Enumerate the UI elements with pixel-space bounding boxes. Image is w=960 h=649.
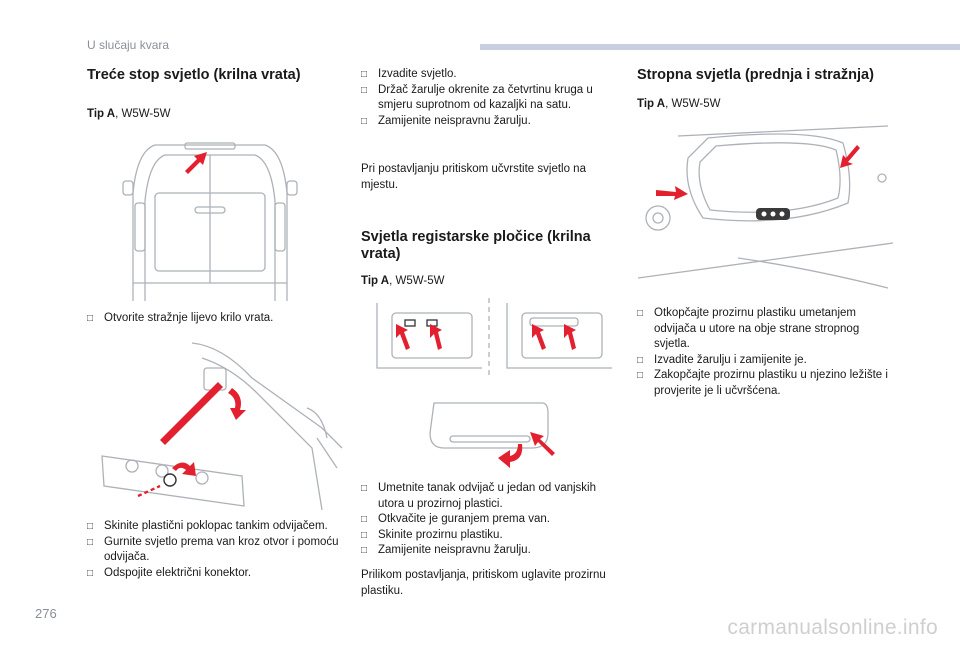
bulb-type-value: , W5W-5W — [115, 108, 171, 120]
list-item: Izvadite svjetlo. — [361, 67, 611, 83]
section-title-third-brake-light: Treće stop svjetlo (krilna vrata) — [87, 67, 301, 83]
step-list-open-door: Otvorite stražnje lijevo krilo vrata. — [87, 311, 355, 327]
list-item: Zamijenite neispravnu žarulju. — [361, 114, 611, 130]
arrow-icon — [160, 382, 223, 445]
bulb-type: Tip A, W5W-5W — [361, 275, 621, 287]
list-item: Otkvačite je guranjem prema van. — [361, 512, 611, 528]
rotate-arrow-icon — [172, 462, 196, 476]
section-title-plate-lights: Svjetla registarske pločice (krilna vrat… — [361, 229, 591, 262]
list-item: Skinite prozirnu plastiku. — [361, 528, 611, 544]
list-item: Zamijenite neispravnu žarulju. — [361, 543, 611, 559]
step-list-remove-light: Skinite plastični poklopac tankim odvija… — [87, 519, 355, 581]
refit-note-plate: Prilikom postavljanja, pritiskom uglavit… — [361, 569, 606, 597]
ceiling-light-illustration — [638, 125, 893, 289]
list-item: Otvorite stražnje lijevo krilo vrata. — [87, 311, 355, 327]
bulb-type-value: , W5W-5W — [389, 275, 445, 287]
bulb-type-label: Tip A — [361, 275, 390, 287]
arrow-icon — [530, 432, 555, 456]
bulb-type-label: Tip A — [637, 98, 666, 110]
arrow-icon — [185, 152, 207, 174]
section-label: U slučaju kvara — [87, 38, 170, 52]
section-title-ceiling-lights: Stropna svjetla (prednja i stražnja) — [637, 67, 874, 83]
page-number: 276 — [35, 606, 57, 621]
column-plate-lights: Svjetla registarske pločice (krilna vrat… — [361, 229, 621, 287]
column-third-brake-light: Treće stop svjetlo (krilna vrata) Tip A,… — [87, 67, 355, 120]
bulb-type: Tip A, W5W-5W — [87, 108, 355, 120]
list-item: Umetnite tanak odvijač u jedan od vanjsk… — [361, 481, 611, 512]
arrow-icon — [564, 324, 576, 350]
list-item: Izvadite žarulju i zamijenite je. — [637, 353, 897, 369]
list-item: Skinite plastični poklopac tankim odvija… — [87, 519, 355, 535]
plate-light-illustration — [376, 298, 612, 468]
bulb-type-label: Tip A — [87, 108, 116, 120]
step-list-ceiling-light: Otkopčajte prozirnu plastiku umetanjem o… — [637, 306, 897, 399]
arrow-icon — [430, 324, 442, 350]
arrow-icon — [532, 324, 546, 350]
van-rear-illustration — [122, 142, 298, 301]
list-item: Gurnite svjetlo prema van kroz otvor i p… — [87, 535, 355, 566]
list-item: Otkopčajte prozirnu plastiku umetanjem o… — [637, 306, 897, 353]
step-list-plate-light: Umetnite tanak odvijač u jedan od vanjsk… — [361, 481, 611, 559]
list-item: Držač žarulje okrenite za četvrtinu krug… — [361, 83, 611, 114]
list-item: Odspojite električni konektor. — [87, 566, 355, 582]
step-list-bulb-holder: Izvadite svjetlo. Držač žarulje okrenite… — [361, 67, 611, 129]
watermark: carmanualsonline.info — [727, 616, 938, 639]
rotate-arrow-icon — [498, 444, 523, 468]
arrow-icon — [840, 145, 860, 168]
rotate-arrow-icon — [228, 388, 246, 420]
brake-light-removal-illustration — [101, 342, 343, 510]
bulb-type-value: , W5W-5W — [665, 98, 721, 110]
arrow-icon — [656, 186, 688, 200]
refit-note: Pri postavljanju pritiskom učvrstite svj… — [361, 163, 586, 191]
header-bar — [480, 44, 960, 50]
column-ceiling-lights: Stropna svjetla (prednja i stražnja) Tip… — [637, 67, 917, 110]
list-item: Zakopčajte prozirnu plastiku u njezino l… — [637, 368, 897, 399]
arrow-icon — [396, 324, 410, 350]
bulb-type: Tip A, W5W-5W — [637, 98, 917, 110]
